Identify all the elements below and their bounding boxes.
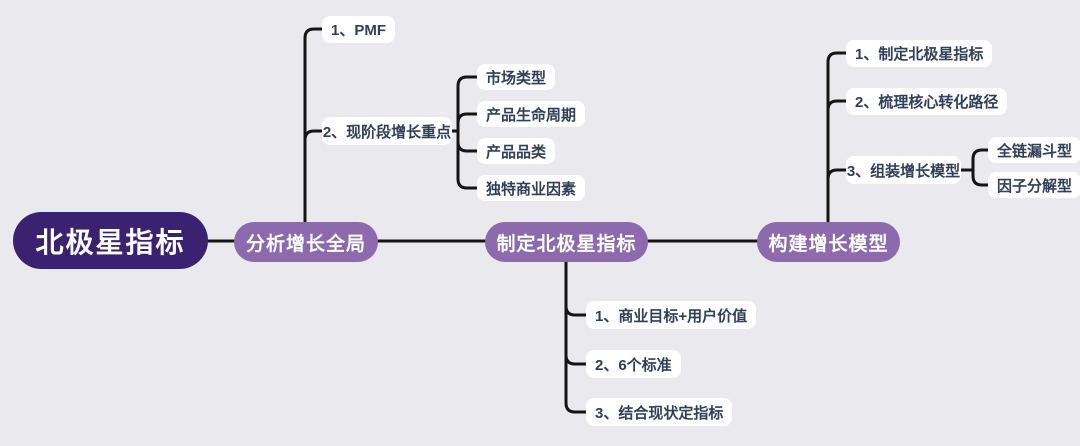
leaf-unique-business-factors[interactable]: 独特商业因素 [477,175,586,201]
leaf-market-type[interactable]: 市场类型 [477,64,556,90]
branch-define-north-star-metric[interactable]: 制定北极星指标 [485,222,648,262]
leaf-set-metric-based-on-reality[interactable]: 3、结合现状定指标 [586,398,733,426]
leaf-sort-core-conversion-path[interactable]: 2、梳理核心转化路径 [846,88,1008,115]
connector-right-child3 [826,168,854,230]
connector-left-child2 [303,129,330,230]
leaf-pmf[interactable]: 1、PMF [322,16,396,43]
connector-left-sub2 [456,112,484,133]
connector-mid-child3 [564,254,594,414]
leaf-define-north-star-metric-step[interactable]: 1、制定北极星指标 [846,40,993,67]
leaf-factor-decomposition-type[interactable]: 因子分解型 [988,172,1080,198]
leaf-current-stage-growth-focus[interactable]: 2、现阶段增长重点 [322,117,452,145]
leaf-assemble-growth-model[interactable]: 3、组装增长模型 [846,156,961,184]
branch-build-growth-model[interactable]: 构建增长模型 [757,222,900,262]
leaf-product-lifecycle[interactable]: 产品生命周期 [477,101,586,127]
connector-right-sub1 [971,148,994,172]
branch-analyze-growth[interactable]: 分析增长全局 [234,222,378,262]
connector-right-child2 [826,99,854,230]
leaf-six-criteria[interactable]: 2、6个标准 [586,350,681,378]
connector-left-sub4 [456,129,484,190]
leaf-business-goal-plus-user-value[interactable]: 1、商业目标+用户价值 [586,301,757,329]
connector-right-sub2 [971,168,994,187]
root-node-north-star-metric[interactable]: 北极星指标 [13,212,208,269]
connector-left-child1 [303,27,330,230]
connector-right-child1 [826,51,854,230]
connector-left-sub1 [456,75,484,133]
leaf-full-chain-funnel-type[interactable]: 全链漏斗型 [988,137,1080,163]
leaf-product-category[interactable]: 产品品类 [477,138,556,164]
